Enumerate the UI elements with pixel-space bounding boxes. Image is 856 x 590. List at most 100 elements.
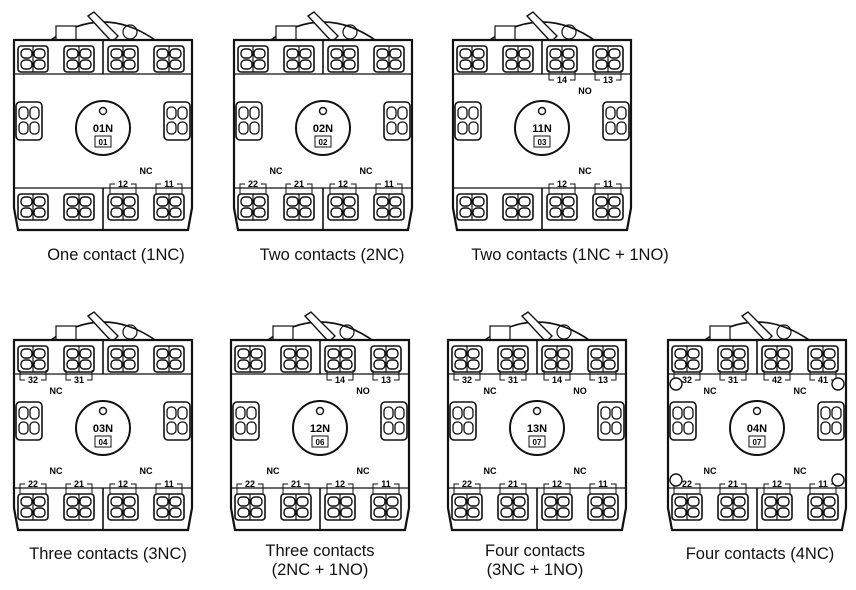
module-caption: Four contacts (4NC) [686,545,835,564]
bottom-terminal-3 [761,493,793,521]
terminal-number: 11 [164,179,174,189]
terminal-number: 12 [118,479,128,489]
sub-code-box [314,135,332,148]
sub-code-box [533,135,551,148]
terminal-number: 22 [682,479,692,489]
bottom-terminal-1 [17,493,49,521]
left-side-terminal [232,401,260,441]
terminal-number: 31 [508,375,518,385]
bottom-terminal-3 [107,193,139,221]
bottom-terminal-label-1: 22 [236,479,264,494]
bottom-terminal-label-3: 12 [326,479,354,494]
actuator-ring [75,400,131,456]
terminal-number: 11 [598,479,608,489]
actuator-ring [514,100,570,156]
left-side-terminal [15,101,43,141]
terminal-number: 32 [682,375,692,385]
bottom-terminal-label-4: 11 [594,179,622,194]
block-code: 13N [527,423,547,435]
top-right-contact-type: NO [573,386,587,396]
top-left-contact-type: NC [704,386,717,396]
top-terminal-label-4: 13 [589,370,617,385]
key-slot [494,25,516,41]
top-terminal-4 [807,345,839,373]
bottom-terminal-2 [283,193,315,221]
actuator-ring [509,400,565,456]
terminal-number: 32 [462,375,472,385]
bottom-right-contact-type: NC [794,466,807,476]
bottom-terminal-2 [502,193,534,221]
marker-circle [669,473,683,487]
top-terminal-2 [63,45,95,73]
block-code: 02N [313,123,333,135]
bottom-right-contact-type: NC [357,466,370,476]
indicator-dot [537,106,547,116]
caption-line: Two contacts (2NC) [259,246,405,264]
latch-tab [306,11,339,44]
top-left-contact-type: NC [484,386,497,396]
terminal-number: 41 [818,375,828,385]
bottom-terminal-2 [63,493,95,521]
top-terminal-3 [107,45,139,73]
bottom-terminal-2 [497,493,529,521]
caption-line: Three contacts [265,542,375,560]
terminal-number: 11 [818,479,828,489]
latch-tab [525,11,558,44]
bottom-terminal-4 [153,193,185,221]
top-terminal-3 [324,345,356,373]
top-right-contact-type: NC [794,386,807,396]
terminal-number: 42 [772,375,782,385]
sub-code: 01 [99,138,108,147]
terminal-number: 12 [772,479,782,489]
key-slot [55,325,77,341]
marker-circle [669,377,683,391]
top-terminal-3 [546,45,578,73]
bottom-terminal-label-4: 11 [372,479,400,494]
bottom-terminal-label-3: 12 [548,179,576,194]
caption-line: Four contacts [485,542,585,560]
bottom-terminal-1 [234,493,266,521]
top-terminal-label-1: 32 [19,370,47,385]
top-terminal-label-1: 32 [453,370,481,385]
bottom-terminal-label-2: 21 [499,479,527,494]
terminal-number: 22 [248,179,258,189]
module-caption: One contact (1NC) [47,246,185,265]
terminal-number: 11 [603,179,613,189]
right-side-terminal [817,401,845,441]
bottom-terminal-label-3: 12 [763,479,791,494]
terminal-number: 13 [381,375,391,385]
bottom-terminal-label-2: 21 [719,479,747,494]
block-code: 01N [93,123,113,135]
top-terminal-3 [327,45,359,73]
actuator-ring [75,100,131,156]
bottom-terminal-label-4: 11 [155,179,183,194]
bottom-terminal-label-2: 21 [65,479,93,494]
terminal-number: 13 [603,75,613,85]
top-terminal-4 [153,45,185,73]
terminal-number: 14 [557,75,567,85]
bottom-terminal-label-3: 12 [543,479,571,494]
bottom-terminal-2 [280,493,312,521]
latch-tab [86,311,119,344]
right-side-terminal [163,401,191,441]
top-terminal-1 [671,345,703,373]
top-terminal-4 [153,345,185,373]
top-terminal-2 [497,345,529,373]
terminal-number: 31 [728,375,738,385]
sub-code-box [748,435,766,448]
bottom-terminal-3 [546,193,578,221]
caption-line: Two contacts (1NC + 1NO) [471,246,669,264]
terminal-number: 13 [598,375,608,385]
sub-code-box [94,435,112,448]
terminal-number: 12 [118,179,128,189]
bottom-terminal-label-2: 21 [282,479,310,494]
top-left-contact-type: NC [50,386,63,396]
block-code: 03N [93,423,113,435]
terminal-number: 14 [552,375,562,385]
bottom-terminal-2 [63,193,95,221]
caption-line: Four contacts (4NC) [685,545,835,563]
bottom-terminal-label-3: 12 [109,179,137,194]
